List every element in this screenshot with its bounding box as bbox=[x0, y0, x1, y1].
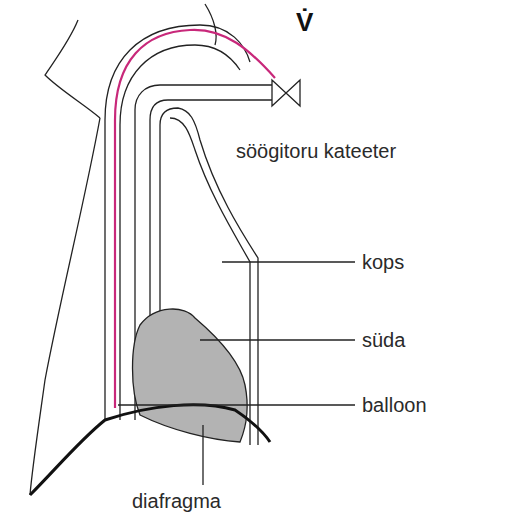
flow-connector bbox=[272, 80, 300, 106]
heart-shape bbox=[133, 309, 248, 442]
leader-line bbox=[202, 425, 203, 485]
leader-line bbox=[200, 339, 355, 340]
part-label: söögitoru kateeter bbox=[236, 140, 396, 162]
leader-line bbox=[118, 404, 355, 405]
body-outline bbox=[30, 118, 100, 495]
leader-line bbox=[222, 261, 355, 262]
part-label: diafragma bbox=[132, 490, 221, 512]
esophageal-catheter bbox=[115, 30, 275, 408]
flow-symbol: V̇ bbox=[296, 8, 313, 37]
diaphragm-line bbox=[30, 405, 270, 495]
head-outline bbox=[45, 20, 100, 118]
part-label: süda bbox=[362, 329, 405, 351]
neck-outline bbox=[205, 4, 216, 45]
part-label: kops bbox=[362, 251, 404, 273]
part-label: balloon bbox=[362, 394, 427, 416]
